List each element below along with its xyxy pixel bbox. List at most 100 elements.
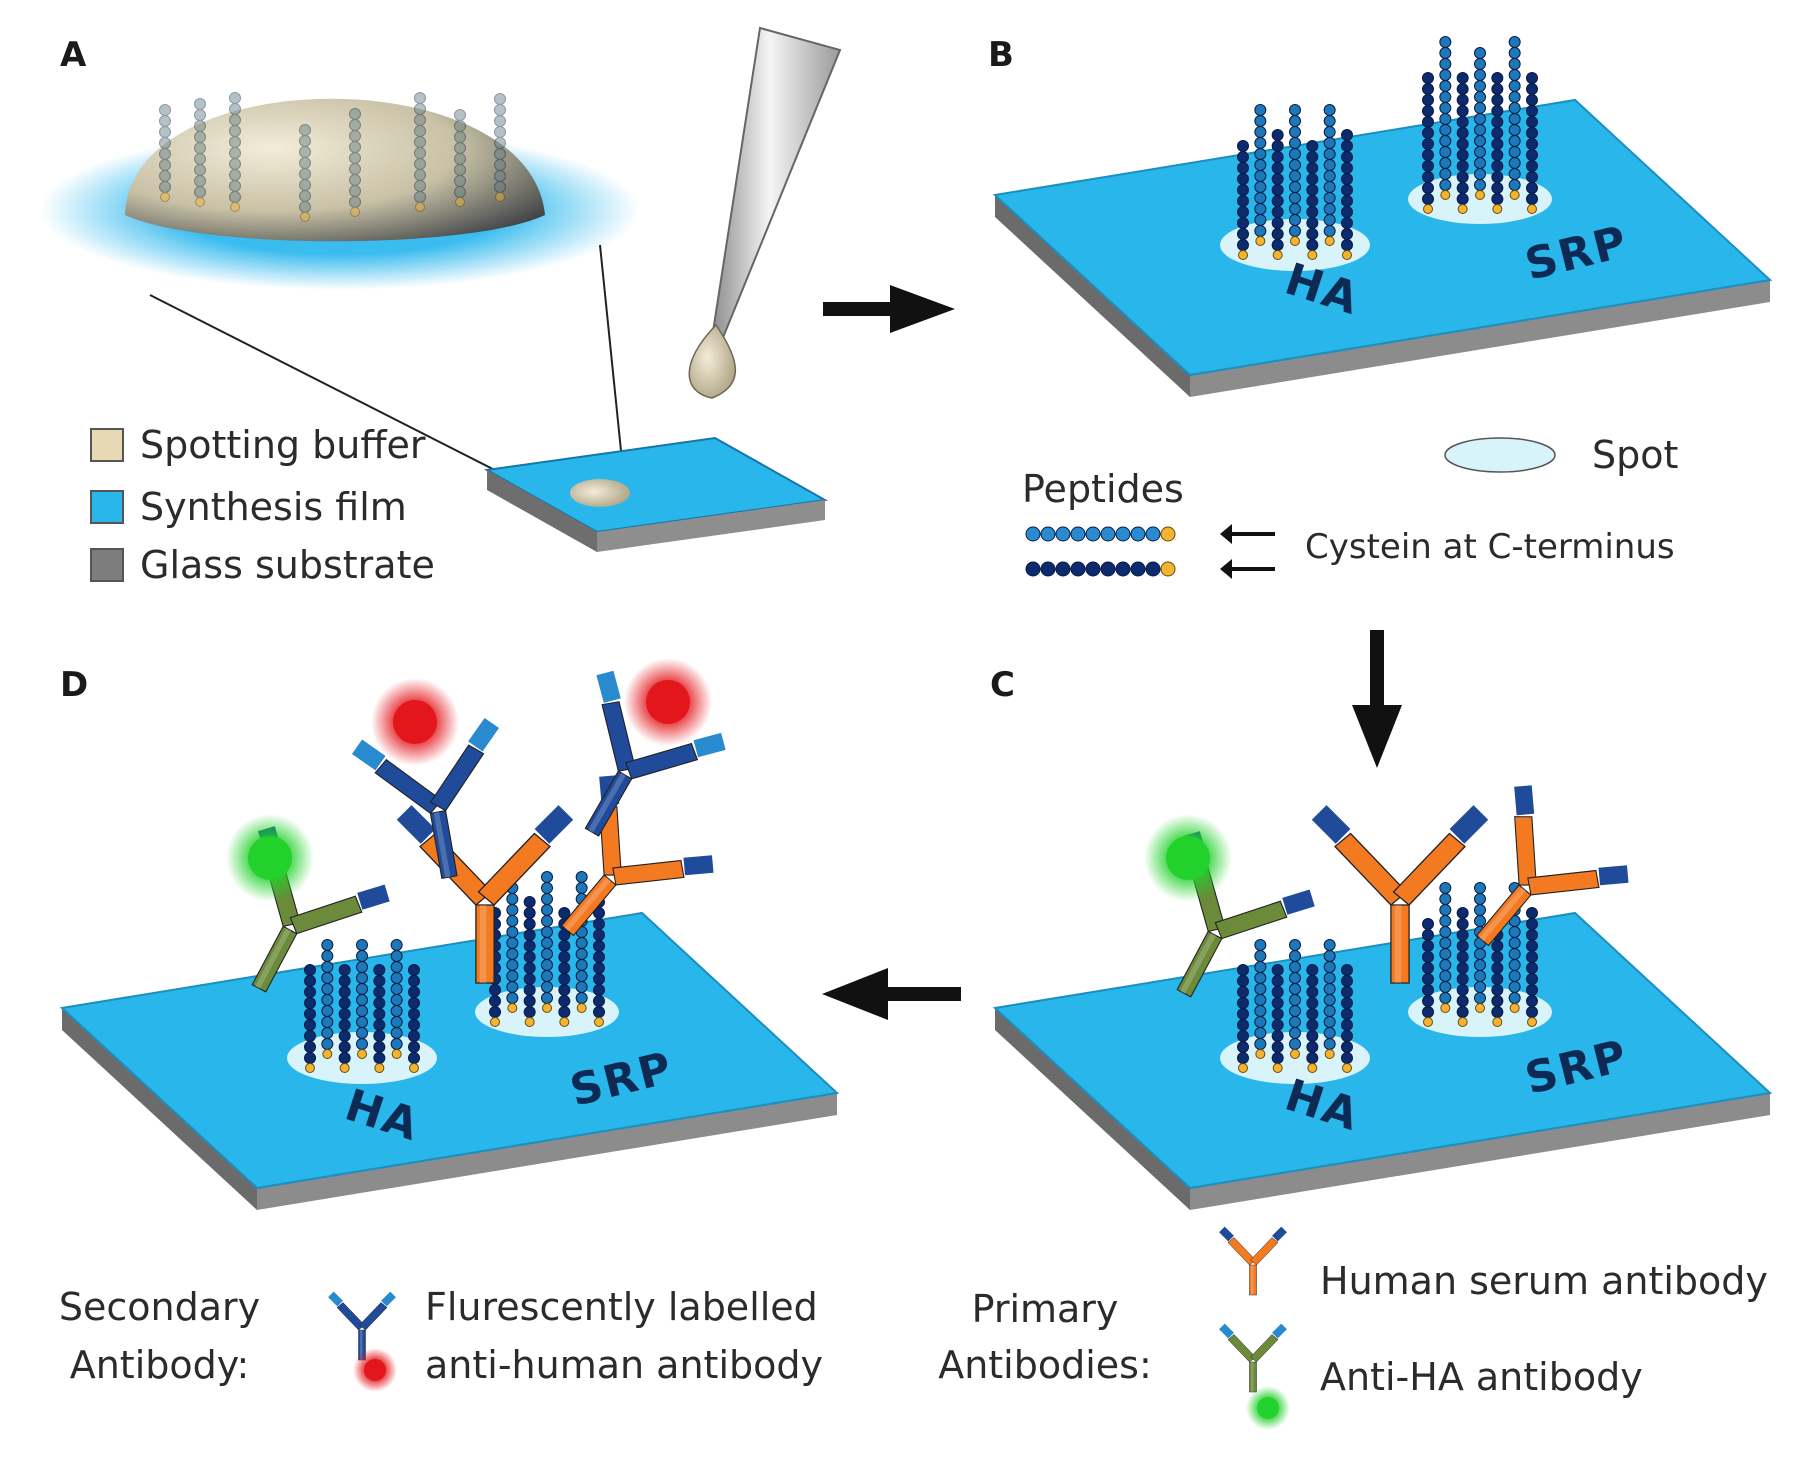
peptide-bead [1456, 160, 1469, 172]
peptide-chain [1289, 104, 1301, 246]
peptide-bead [194, 142, 206, 154]
panel-label-b: B [988, 35, 1014, 75]
peptide-bead [299, 157, 311, 169]
peptide-bead [390, 972, 403, 984]
panel-label-a: A [60, 35, 87, 75]
peptide-bead [1341, 239, 1353, 251]
peptide-bead [1508, 102, 1521, 114]
peptide-bead [575, 871, 588, 883]
antibody-tip-right [693, 732, 726, 758]
peptide-bead [414, 125, 426, 137]
peptide-bead [1085, 526, 1101, 542]
cysteine-bead [1527, 1017, 1537, 1027]
peptide-bead [1306, 1008, 1319, 1020]
peptide-bead [523, 918, 536, 930]
peptide-bead [1341, 195, 1353, 207]
peptide-bead [1254, 225, 1267, 237]
peptide-bead [1341, 140, 1353, 152]
peptide-bead [494, 159, 506, 171]
cysteine-bead [1307, 1063, 1318, 1073]
cysteine-bead [1272, 1063, 1283, 1073]
cysteine-bead [1475, 190, 1485, 200]
peptide-bead [1508, 937, 1521, 949]
peptide-bead [299, 135, 311, 147]
peptide-bead [1474, 992, 1486, 1004]
peptide-bead [1456, 984, 1469, 996]
antibody-stem-shine [588, 772, 626, 833]
peptide-bead [494, 181, 506, 193]
peptide-bead [1289, 170, 1301, 182]
peptide-bead [506, 970, 519, 982]
peptide-bead [373, 1030, 386, 1042]
peptide-bead [1456, 171, 1469, 183]
peptide-chain [575, 871, 588, 1013]
peptide-bead [593, 940, 605, 952]
antibody-tip-right [1272, 1323, 1287, 1339]
peptide-bead [356, 1027, 368, 1039]
antibody [1219, 1226, 1287, 1296]
peptide-bead [558, 995, 571, 1007]
peptide-bead [1271, 206, 1284, 218]
peptide-bead [1271, 151, 1284, 163]
peptide-bead [321, 983, 334, 995]
cysteine-bead [1238, 250, 1248, 260]
peptide-chain [338, 964, 351, 1073]
peptide-bead [1439, 937, 1452, 949]
peptide-bead [1422, 918, 1434, 930]
peptide-bead [1508, 157, 1521, 169]
peptide-bead [321, 950, 334, 962]
peptide-bead [1040, 561, 1056, 577]
peptide-chain [541, 871, 553, 1013]
peptide-chain [321, 939, 334, 1059]
peptide-bead [390, 994, 403, 1006]
peptide-bead [1439, 80, 1452, 92]
peptide-bead [523, 907, 536, 919]
peptide-bead [1341, 997, 1353, 1009]
peptide-bead [356, 1016, 368, 1028]
cysteine-bead [1290, 236, 1300, 246]
peptide-bead [1491, 171, 1504, 183]
peptide-bead [1306, 195, 1319, 207]
peptide-bead [454, 153, 466, 165]
peptide-bead [349, 130, 361, 142]
peptide-bead [338, 986, 351, 998]
peptide-bead [304, 1019, 316, 1031]
antibody-tip-left [1219, 1226, 1234, 1242]
peptide-bead [1341, 1041, 1353, 1053]
peptide-bead [523, 973, 536, 985]
peptide-bead [1474, 80, 1486, 92]
peptide-bead [1491, 984, 1504, 996]
peptide-bead [1439, 69, 1452, 81]
peptide-chain [1254, 939, 1267, 1059]
peptide-bead [1456, 72, 1469, 84]
peptide-bead [1130, 526, 1146, 542]
peptide-bead [575, 937, 588, 949]
peptide-bead [229, 103, 241, 115]
peptide-bead [373, 1041, 386, 1053]
cysteine-bead [1492, 1017, 1503, 1027]
peptide-bead [1456, 962, 1469, 974]
peptide-bead [1306, 964, 1319, 976]
peptide-bead [1237, 195, 1249, 207]
peptide-bead [454, 186, 466, 198]
panel-a-art [40, 26, 842, 552]
peptide-bead [1289, 104, 1301, 116]
peptide-bead [1289, 1027, 1301, 1039]
peptide-bead [494, 137, 506, 149]
peptide-bead [1323, 1016, 1336, 1028]
peptide-row-dark [1025, 561, 1176, 577]
antibody-tip-right [1282, 889, 1315, 915]
secondary-heading-2: Antibody: [69, 1343, 250, 1387]
peptide-bead [1422, 995, 1434, 1007]
peptide-bead [304, 997, 316, 1009]
peptide-bead [1439, 47, 1452, 59]
antibody-tip-left [596, 670, 621, 703]
antibody-stem [251, 925, 298, 993]
peptide-bead [408, 964, 420, 976]
peptide-bead [1323, 181, 1336, 193]
peptide-bead [1341, 1008, 1353, 1020]
legend-peptides: Peptides [1022, 467, 1184, 511]
peptide-bead [1422, 182, 1434, 194]
peptide-bead [1474, 981, 1486, 993]
peptide-bead [1439, 135, 1452, 147]
